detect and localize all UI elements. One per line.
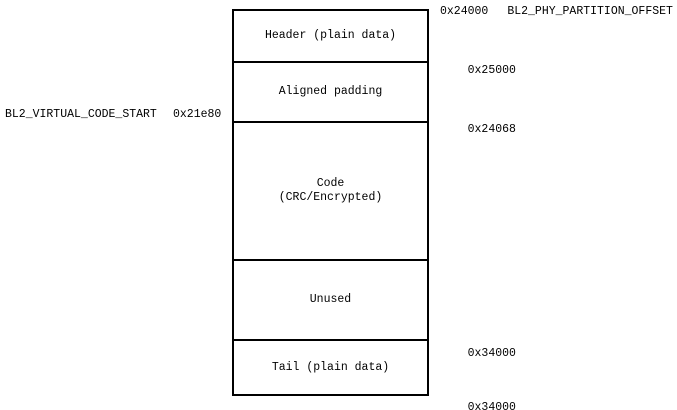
marker-unused-end: 0x34000 bbox=[440, 333, 516, 375]
partition-end-address: 0x34000 bbox=[467, 401, 516, 410]
marker-virtual-code-start: BL2_VIRTUAL_CODE_START 0x21e80 bbox=[5, 108, 221, 122]
header-end-address: 0x25000 bbox=[467, 64, 516, 77]
partition-box: Header (plain data) Aligned padding Code… bbox=[232, 9, 429, 396]
partition-offset-name: BL2_PHY_PARTITION_OFFSET bbox=[507, 5, 673, 18]
partition-offset-address: 0x24000 bbox=[440, 5, 489, 18]
marker-partition-offset: 0x24000 BL2_PHY_PARTITION_OFFSET bbox=[440, 5, 673, 19]
padding-end-address: 0x24068 bbox=[467, 123, 516, 136]
marker-header-end: 0x25000 bbox=[440, 50, 516, 92]
section-code: Code (CRC/Encrypted) bbox=[234, 121, 427, 259]
virtual-code-start-name: BL2_VIRTUAL_CODE_START bbox=[5, 108, 157, 121]
marker-partition-end: 0x34000 bbox=[440, 387, 516, 410]
section-unused-label: Unused bbox=[309, 293, 352, 306]
virtual-code-start-address: 0x21e80 bbox=[173, 108, 222, 121]
section-aligned-padding: Aligned padding bbox=[234, 61, 427, 121]
section-unused: Unused bbox=[234, 259, 427, 339]
section-code-label: Code bbox=[316, 177, 345, 190]
marker-padding-end: 0x24068 bbox=[440, 109, 516, 151]
section-code-sublabel: (CRC/Encrypted) bbox=[278, 191, 383, 204]
section-header-label: Header (plain data) bbox=[264, 29, 397, 42]
section-tail-label: Tail (plain data) bbox=[271, 360, 390, 374]
section-tail: Tail (plain data) bbox=[234, 339, 427, 394]
section-header: Header (plain data) bbox=[234, 11, 427, 61]
unused-end-address: 0x34000 bbox=[467, 347, 516, 360]
section-aligned-padding-label: Aligned padding bbox=[278, 85, 383, 98]
